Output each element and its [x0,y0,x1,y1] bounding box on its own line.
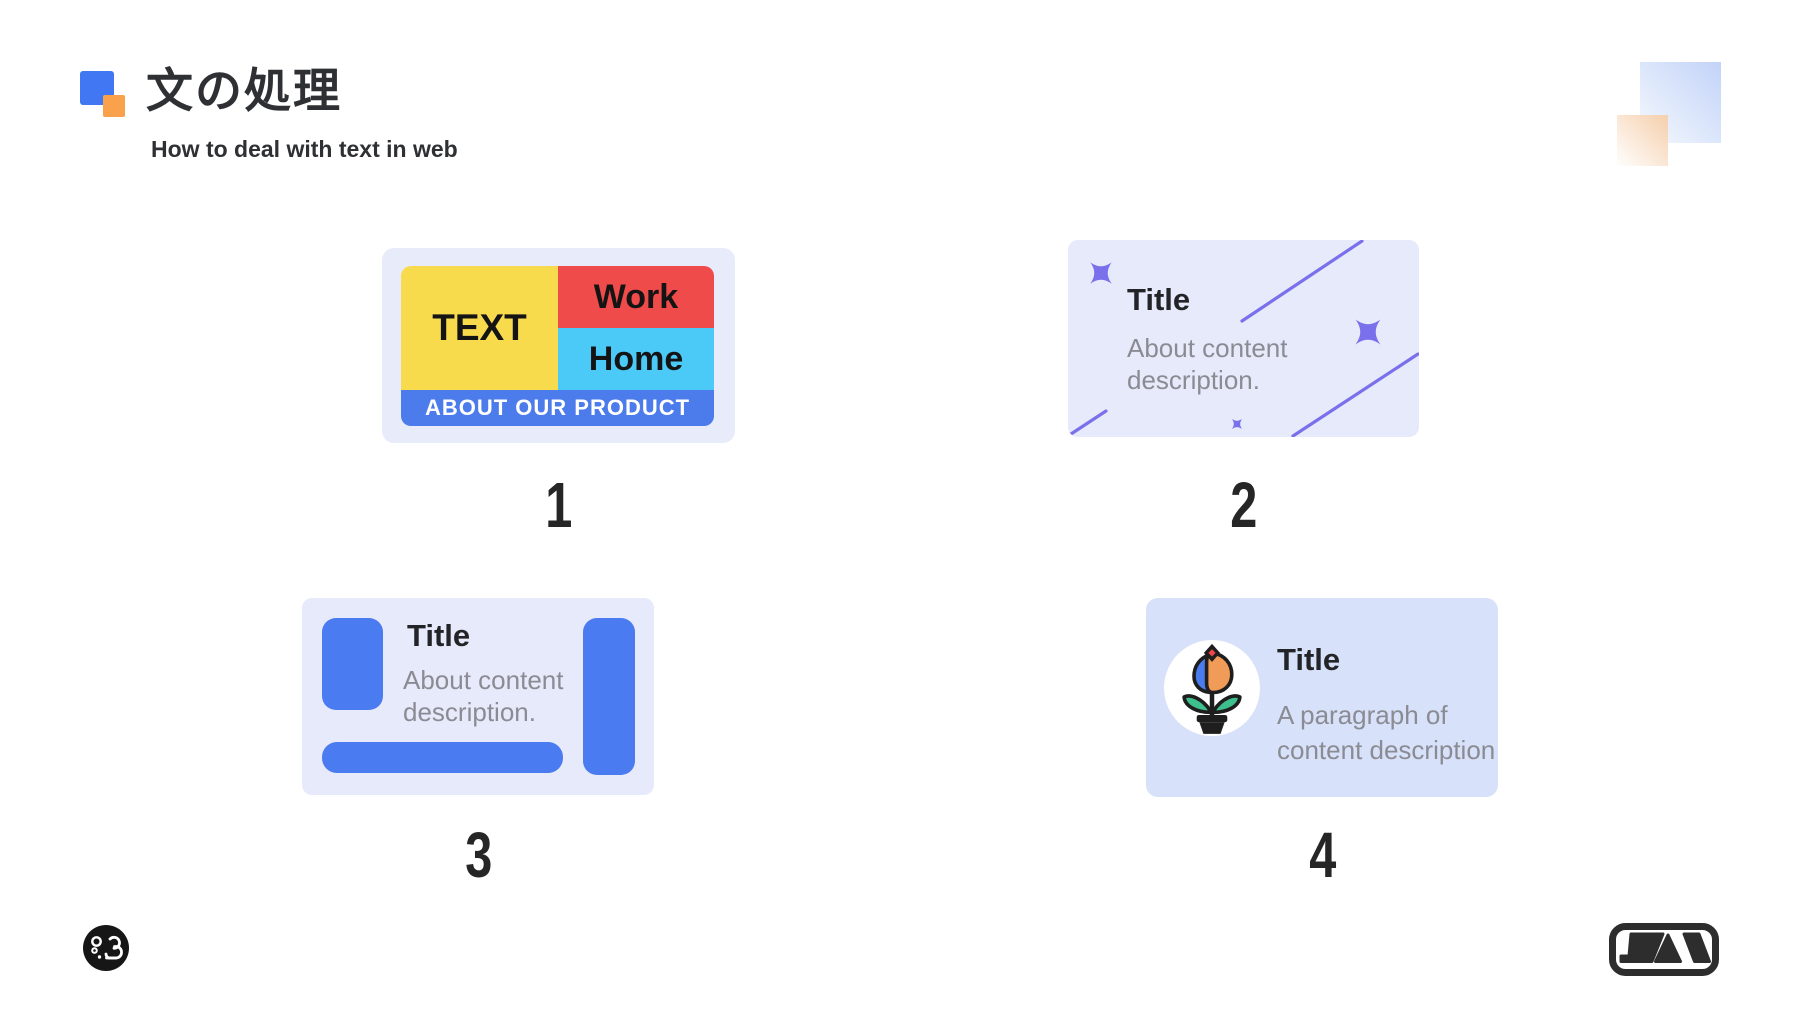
gradient-orange-square-decor [1617,115,1668,166]
example-card-4: Title A paragraph of content description [1146,598,1498,797]
card-description: A paragraph of content description [1277,698,1495,768]
example-number-4: 4 [1308,819,1337,891]
presenter-logo-icon [83,925,129,971]
mock-work-block: Work [558,266,714,328]
example-number-2: 2 [1229,469,1258,541]
example-number-1: 1 [544,469,573,541]
mock-home-block: Home [558,328,714,390]
card-description-line: description. [403,697,536,727]
card-description-line: description. [1127,365,1260,395]
page-subtitle: How to deal with text in web [151,136,458,162]
card-title: Title [1277,642,1341,677]
tulip-flower-icon [1182,643,1242,734]
card-description: About content description. [1127,332,1287,396]
card-title: Title [1127,282,1191,317]
mock-banner-block: ABOUT OUR PRODUCT [401,390,714,426]
icon-circle [1164,640,1260,736]
card-description: About content description. [403,664,563,728]
placeholder-bar [322,742,563,773]
card-title: Title [407,618,471,653]
card-description-line: About content [1127,333,1288,363]
example-number-3: 3 [464,819,493,891]
card-description-line: A paragraph of [1277,700,1448,730]
brand-orange-square-icon [103,95,125,117]
example-card-2: Title About content description. [1068,240,1419,437]
page-title: 文の処理 [146,64,342,117]
m-shapes-logo-icon [1609,923,1719,976]
example-card-1: TEXT Work Home ABOUT OUR PRODUCT [382,248,735,443]
card-description-line: content description [1277,735,1496,765]
card-description-line: About content [403,665,564,695]
placeholder-block [322,618,383,710]
placeholder-block [583,618,635,775]
mock-text-block: TEXT [401,266,558,390]
webpage-mockup: TEXT Work Home ABOUT OUR PRODUCT [401,266,714,426]
example-card-3: Title About content description. [302,598,654,795]
sparkle-lines-decor-icon [1069,240,1419,437]
